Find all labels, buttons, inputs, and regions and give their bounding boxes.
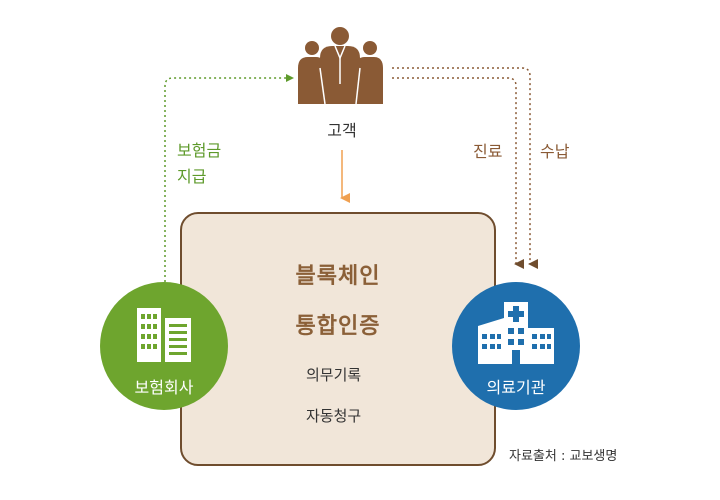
insurer-label: 보험회사 <box>134 378 194 397</box>
claim-label: 자동청구 <box>306 407 362 425</box>
office-building-icon <box>137 308 191 362</box>
payment-connector <box>392 67 538 269</box>
people-group-icon <box>298 27 383 104</box>
insurance-payment-label: 보험금 지급 <box>177 141 222 186</box>
hospital-label: 의료기관 <box>486 378 546 397</box>
source-credit: 자료출처 : 교보생명 <box>509 449 618 464</box>
box-title-line1: 블록체인 <box>295 264 381 289</box>
insurance-payment-connector <box>164 74 294 282</box>
insurer-node: 보험회사 <box>100 282 228 410</box>
hospital-icon <box>478 302 554 364</box>
payment-label: 수납 <box>540 142 570 161</box>
treatment-connector <box>392 77 524 269</box>
treatment-label: 진료 <box>473 142 503 161</box>
hospital-node: 의료기관 <box>452 282 580 410</box>
customer-label: 고객 <box>327 121 357 140</box>
box-title-line2: 통합인증 <box>295 314 381 339</box>
record-label: 의무기록 <box>306 366 362 384</box>
